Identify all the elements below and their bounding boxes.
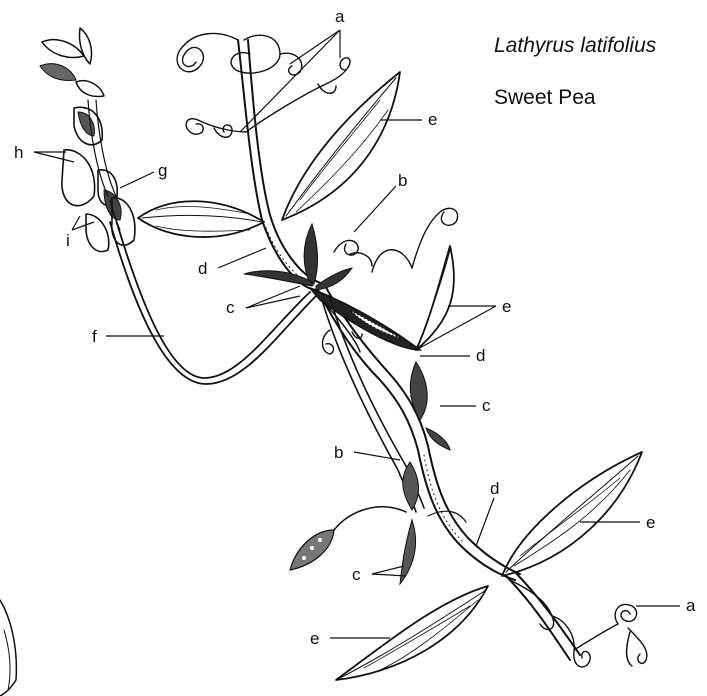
leaf-upper-left <box>138 201 264 237</box>
label-c-lower: c <box>352 565 361 584</box>
label-c-upper: c <box>226 298 235 317</box>
label-e-lower-right: e <box>646 513 655 532</box>
common-name: Sweet Pea <box>494 86 596 109</box>
label-a-bottom: a <box>686 596 696 615</box>
flower-cluster <box>40 28 135 252</box>
label-f: f <box>92 327 97 346</box>
latin-name: Lathyrus latifolius <box>494 34 657 57</box>
label-e-lower-left: e <box>310 629 319 648</box>
label-e-middle: e <box>502 297 511 316</box>
label-h: h <box>14 143 23 162</box>
label-c-middle: c <box>482 396 491 415</box>
stipules-upper <box>244 224 352 290</box>
label-g: g <box>158 161 167 180</box>
partial-leaf-edge <box>0 600 16 696</box>
flower-peduncle <box>110 220 316 384</box>
label-b-middle: b <box>334 443 343 462</box>
label-d-upper: d <box>198 259 207 278</box>
leaf-lower-right <box>502 452 642 576</box>
label-i: i <box>66 231 70 250</box>
label-a-top: a <box>335 7 345 26</box>
leaf-lower-left <box>336 586 488 680</box>
winged-stem-segment <box>310 288 420 352</box>
label-d-lower: d <box>490 479 499 498</box>
label-e-upper: e <box>428 110 437 129</box>
label-d-middle: d <box>476 346 485 365</box>
tendrils-top <box>177 33 350 137</box>
leaf-middle-right <box>416 246 454 350</box>
label-b-top: b <box>398 171 407 190</box>
seed-pod <box>290 507 406 570</box>
leaf-upper-right <box>282 72 400 220</box>
